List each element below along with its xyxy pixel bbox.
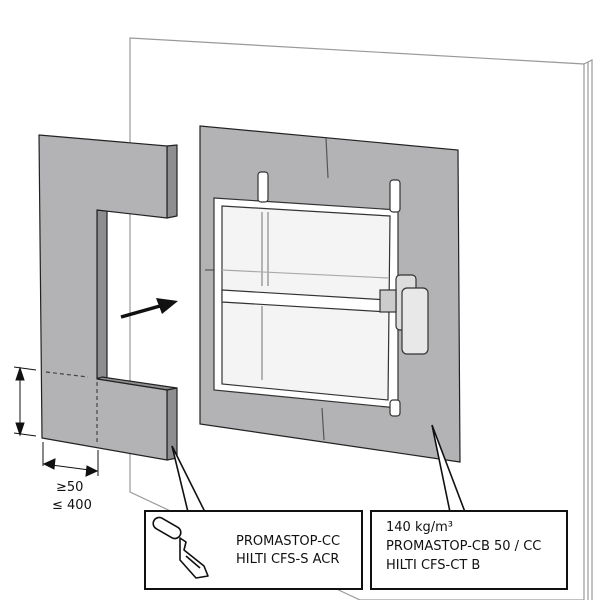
sealant-product-2: HILTI CFS-S ACR (236, 552, 340, 567)
dimension-max-label: ≤ 400 (52, 498, 92, 513)
trowel-icon (152, 516, 209, 579)
fire-damper (213, 171, 429, 417)
insertion-arrow-icon (120, 298, 178, 319)
sealant-product-1: PROMASTOP-CC (236, 534, 341, 549)
callout-box-board: 140 kg/m³ PROMASTOP-CB 50 / CC HILTI CFS… (370, 510, 568, 590)
board-product-1: PROMASTOP-CB 50 / CC (386, 539, 542, 554)
dimension-markers (13, 366, 99, 477)
callout-box-sealant: PROMASTOP-CC HILTI CFS-S ACR (144, 510, 363, 590)
callout-leaders (171, 424, 466, 513)
board-product-2: HILTI CFS-CT B (386, 558, 481, 573)
board-density: 140 kg/m³ (386, 520, 453, 535)
c-shaped-board (38, 134, 178, 461)
dimension-min-label: ≥50 (56, 480, 84, 495)
